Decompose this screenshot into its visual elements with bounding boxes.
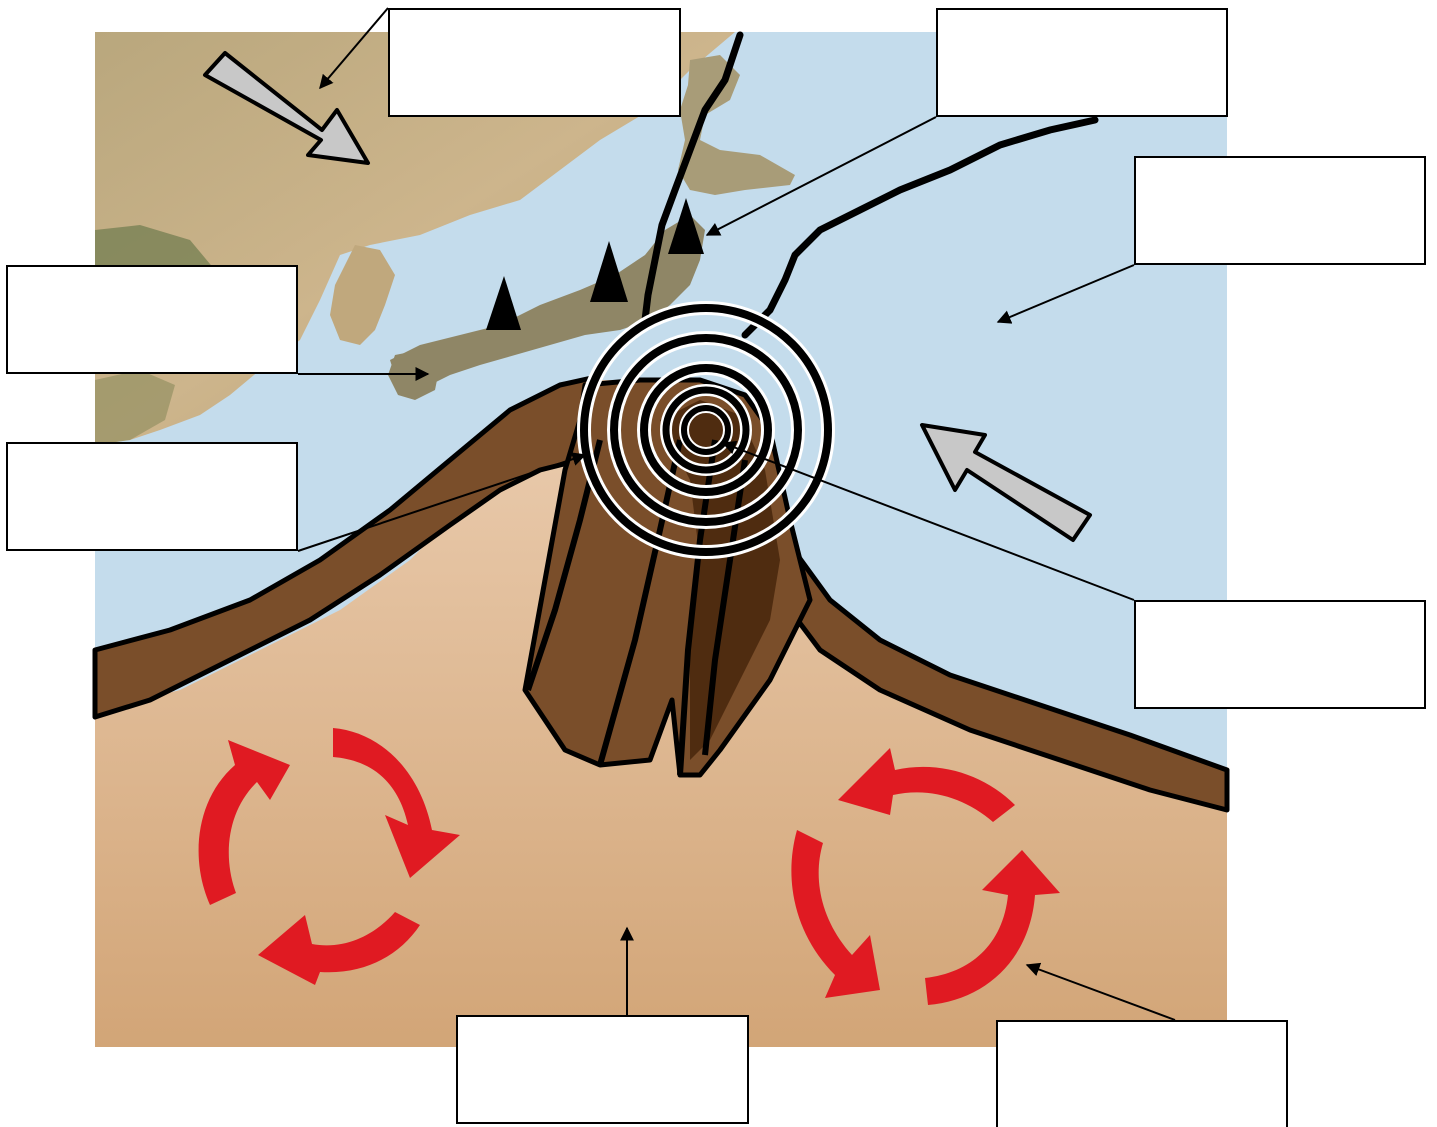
label-box-subduction-zone[interactable] — [6, 442, 298, 551]
label-box-pacific-plate[interactable] — [1134, 156, 1426, 265]
label-box-eurasian-plate[interactable] — [388, 8, 681, 117]
label-box-japan[interactable] — [6, 265, 298, 374]
label-box-earthquake-focus[interactable] — [1134, 600, 1426, 709]
label-box-mantle[interactable] — [456, 1015, 749, 1124]
label-box-convection-currents[interactable] — [996, 1020, 1288, 1127]
label-box-volcanoes[interactable] — [936, 8, 1228, 117]
